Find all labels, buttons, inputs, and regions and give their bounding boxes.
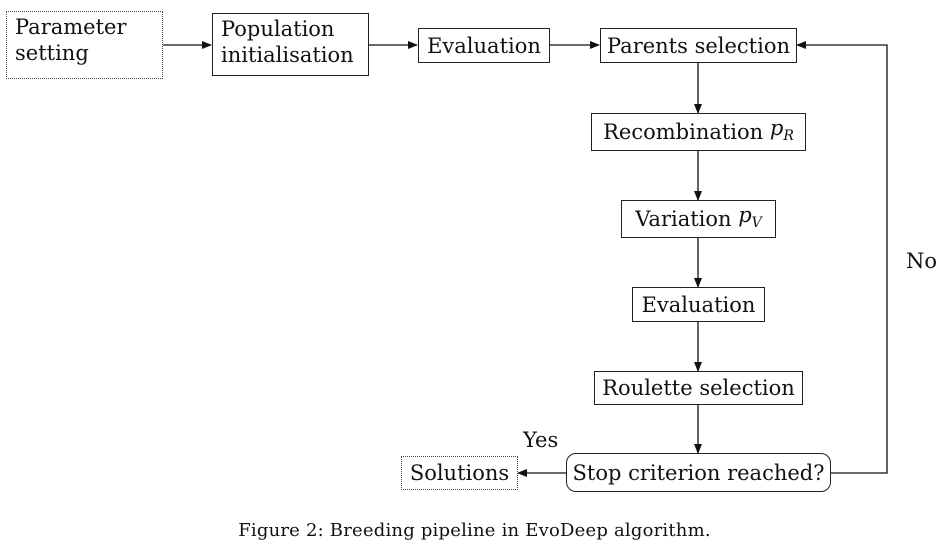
node-solutions: Solutions bbox=[401, 456, 518, 490]
node-evaluation-initial-label: Evaluation bbox=[427, 33, 541, 58]
node-stop-criterion-label: Stop criterion reached? bbox=[572, 460, 825, 485]
node-parents-selection-label: Parents selection bbox=[606, 33, 791, 58]
node-recombination-subscript: R bbox=[783, 128, 794, 145]
node-parameter-setting-line-1: Parameter bbox=[15, 15, 127, 39]
node-evaluation-offspring: Evaluation bbox=[632, 287, 765, 322]
figure-caption: Figure 2: Breeding pipeline in EvoDeep a… bbox=[238, 520, 711, 541]
node-roulette-selection-label: Roulette selection bbox=[602, 376, 795, 400]
node-roulette-selection: Roulette selection bbox=[594, 371, 803, 405]
node-variation-symbol: p bbox=[738, 202, 752, 227]
node-parameter-setting-line-2: setting bbox=[15, 41, 89, 65]
node-stop-criterion: Stop criterion reached? bbox=[566, 453, 831, 492]
node-evaluation-offspring-label: Evaluation bbox=[641, 292, 756, 317]
node-variation-subscript: V bbox=[751, 215, 762, 232]
node-population-initialisation-line-1: Population bbox=[221, 17, 335, 41]
node-variation-label: Variation bbox=[635, 207, 739, 231]
arrow-no-loop-back bbox=[796, 41, 888, 474]
node-parents-selection: Parents selection bbox=[600, 28, 797, 63]
node-variation-probability: pV bbox=[738, 202, 762, 236]
node-population-initialisation-line-2: initialisation bbox=[221, 43, 354, 67]
edge-label-no: No bbox=[906, 249, 938, 273]
node-recombination-symbol: p bbox=[769, 115, 784, 140]
node-recombination-label: Recombination bbox=[603, 120, 770, 144]
node-solutions-label: Solutions bbox=[409, 461, 510, 485]
node-recombination: Recombination pR bbox=[591, 113, 806, 151]
node-parameter-setting: Parameter setting bbox=[6, 11, 163, 79]
node-population-initialisation: Population initialisation bbox=[212, 13, 369, 76]
node-variation: Variation pV bbox=[621, 200, 776, 238]
edge-label-yes: Yes bbox=[523, 428, 559, 452]
node-recombination-probability: pR bbox=[770, 115, 794, 149]
node-evaluation-initial: Evaluation bbox=[418, 28, 550, 63]
